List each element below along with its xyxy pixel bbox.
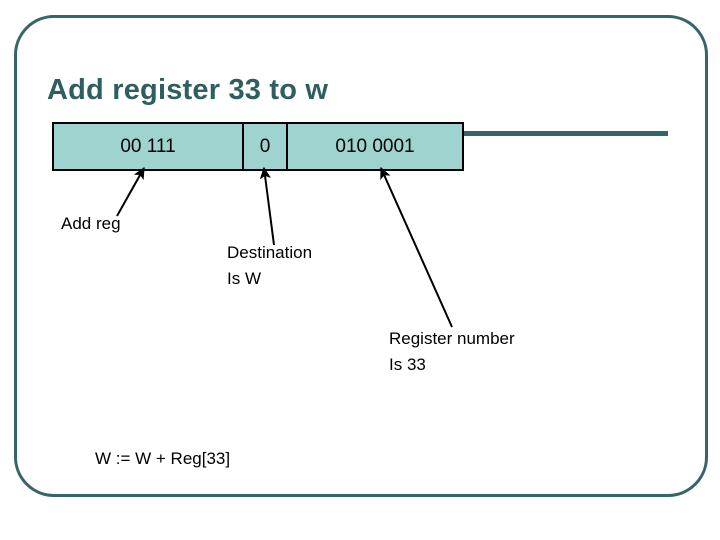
result-formula: W := W + Reg[33] [95, 449, 231, 468]
slide-frame-border [14, 15, 708, 497]
callout-label-destination: Destination Is W [227, 243, 313, 289]
bitfield-cell-register: 010 0001 [335, 135, 415, 157]
instruction-bitfield: 00 111 0 010 0001 [52, 122, 464, 171]
title-underline-rule [464, 131, 668, 136]
callout-label-register-number: Register number Is 33 [389, 329, 515, 375]
page-title: Add register 33 to w [47, 74, 329, 106]
bitfield-cell-destination: 0 [244, 124, 288, 169]
bitfield-cell-opcode: 00 111 [54, 124, 244, 169]
callout-label-add-reg: Add reg [61, 214, 121, 233]
